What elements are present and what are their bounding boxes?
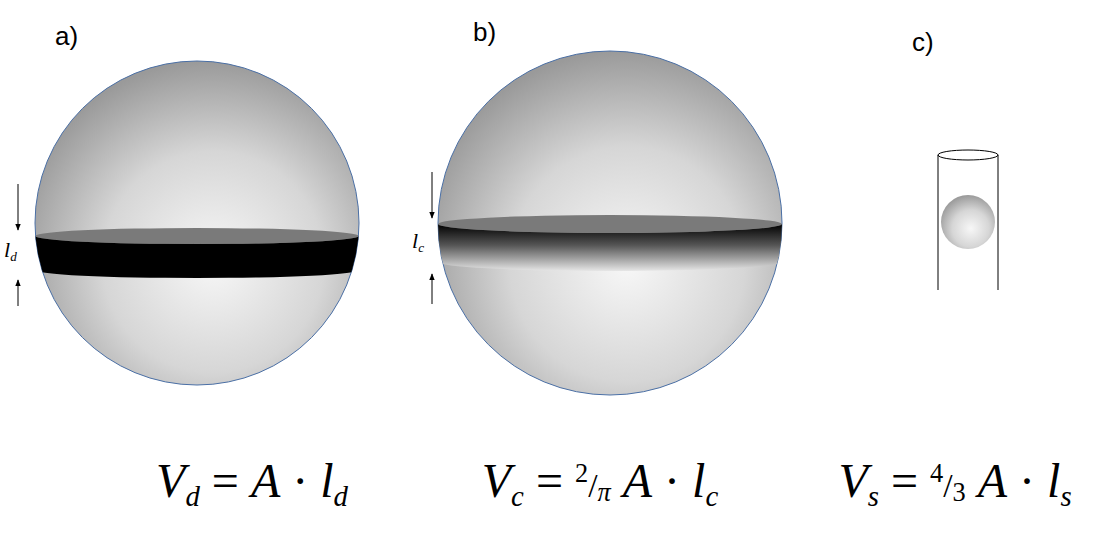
- panel-letter: c): [912, 28, 934, 57]
- dimension-arrow: [18, 280, 19, 306]
- sphere: [35, 61, 359, 385]
- volume-formula: Vs = 4/3 A · ls: [838, 455, 1071, 512]
- symbol: A: [623, 454, 652, 507]
- formula-text: ·: [1007, 454, 1047, 507]
- panel-letter: b): [473, 18, 496, 47]
- subscript: c: [418, 240, 424, 255]
- band-top-face: [438, 215, 782, 233]
- formula-text: [966, 454, 978, 507]
- symbol: A: [978, 454, 1007, 507]
- subscript: s: [868, 480, 879, 512]
- symbol: l: [4, 237, 10, 262]
- symbol: V: [482, 454, 511, 507]
- symbol: l: [1047, 454, 1060, 507]
- fraction-slash: /: [588, 467, 597, 504]
- subscript: s: [1060, 480, 1071, 512]
- cylinder-wall: [998, 155, 999, 290]
- formula-text: ·: [652, 454, 692, 507]
- band-top-face: [35, 228, 359, 244]
- fraction-slash: /: [943, 467, 952, 504]
- fraction-numerator: 4: [930, 458, 943, 488]
- fraction-denominator: π: [598, 477, 611, 507]
- symbol: l: [692, 454, 705, 507]
- symbol: V: [838, 454, 867, 507]
- sphere: [438, 51, 782, 395]
- subscript: d: [10, 249, 17, 264]
- symbol: l: [412, 228, 418, 253]
- formula-text: =: [200, 454, 251, 507]
- symbol: V: [156, 454, 185, 507]
- panel-letter: a): [55, 22, 78, 51]
- dimension-arrow: [432, 172, 433, 218]
- formula-text: =: [879, 454, 930, 507]
- formula-text: =: [524, 454, 575, 507]
- dimension-arrow: [18, 184, 19, 230]
- volume-formula: Vd = A · ld: [156, 455, 348, 512]
- formula-text: ·: [280, 454, 320, 507]
- subscript: c: [511, 480, 524, 512]
- volume-formula: Vc = 2/π A · lc: [482, 455, 718, 512]
- dimension-arrow: [432, 274, 433, 304]
- subscript: d: [334, 480, 348, 512]
- fraction-numerator: 2: [575, 458, 588, 488]
- symbol: l: [320, 454, 333, 507]
- subscript: d: [185, 480, 199, 512]
- symbol: A: [251, 454, 280, 507]
- fraction-denominator: 3: [953, 477, 966, 507]
- formula-text: [611, 454, 623, 507]
- subscript: c: [705, 480, 718, 512]
- dark-band: [35, 236, 359, 278]
- cylinder-wall: [938, 155, 939, 290]
- cylinder-top: [938, 150, 998, 160]
- small-sphere: [941, 195, 995, 249]
- gradient-band: [438, 224, 782, 271]
- dimension-label: ld: [4, 238, 17, 264]
- dimension-label: lc: [412, 229, 424, 255]
